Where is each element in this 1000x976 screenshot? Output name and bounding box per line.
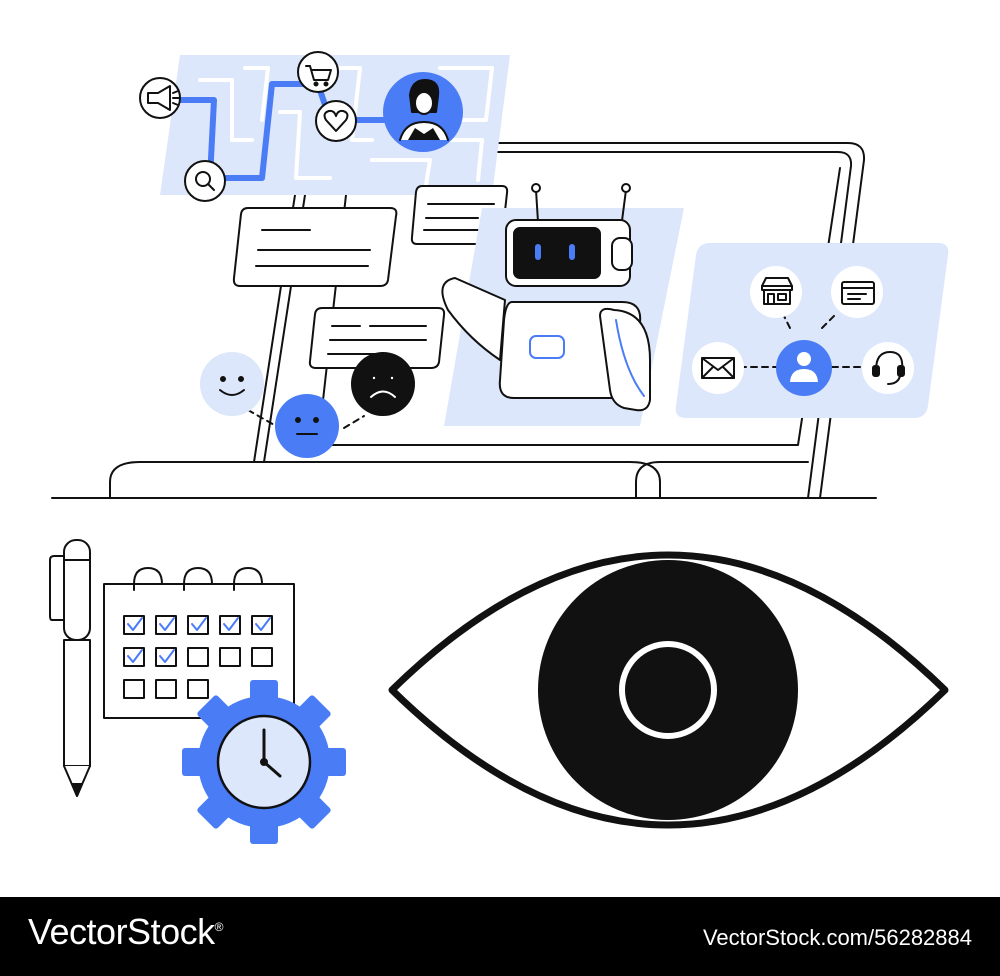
headset-icon — [862, 342, 914, 394]
shopping-cart-icon — [297, 51, 339, 93]
calendar-cell-checked — [219, 615, 241, 635]
checkmark-icon — [223, 617, 239, 631]
checkmark-icon — [255, 617, 271, 631]
calendar-cell-checked — [123, 647, 145, 667]
calendar-cell — [155, 679, 177, 699]
neutral-face-icon — [275, 394, 339, 458]
pen-icon — [49, 539, 91, 797]
footer-bar: VectorStock® VectorStock.com/56282884 — [0, 897, 1000, 976]
calendar-cell-checked — [155, 647, 177, 667]
smile-face-icon — [200, 352, 264, 416]
illustration-canvas — [49, 51, 949, 844]
calendar-cell — [187, 647, 209, 667]
storefront-icon — [750, 266, 802, 318]
calendar-cell — [251, 647, 273, 667]
calendar-cell-checked — [187, 615, 209, 635]
checkmark-icon — [127, 649, 143, 663]
gear-clock-icon — [182, 680, 346, 844]
calendar-cell-checked — [155, 615, 177, 635]
brand-logo: VectorStock® — [28, 911, 223, 952]
checkmark-icon — [127, 617, 143, 631]
browser-window-icon — [831, 266, 883, 318]
sad-face-icon — [351, 352, 415, 416]
calendar-cell — [123, 679, 145, 699]
checkmark-icon — [159, 649, 175, 663]
checkmark-icon — [159, 617, 175, 631]
robot-icon — [441, 183, 684, 426]
checkmark-icon — [191, 617, 207, 631]
user-avatar-icon — [383, 72, 463, 152]
image-id-text: VectorStock.com/56282884 — [702, 925, 972, 950]
calendar-cell-checked — [251, 615, 273, 635]
eye-icon — [388, 551, 949, 829]
calendar-cell — [187, 679, 209, 699]
search-icon — [184, 160, 226, 202]
calendar-cell — [219, 647, 241, 667]
chat-bubble-3 — [308, 307, 446, 369]
heart-icon — [315, 100, 357, 142]
megaphone-icon — [139, 77, 181, 119]
person-icon — [776, 340, 832, 396]
face-connectors — [247, 409, 365, 429]
calendar-cell-checked — [123, 615, 145, 635]
envelope-icon — [692, 342, 744, 394]
chat-bubble-1 — [232, 207, 398, 287]
